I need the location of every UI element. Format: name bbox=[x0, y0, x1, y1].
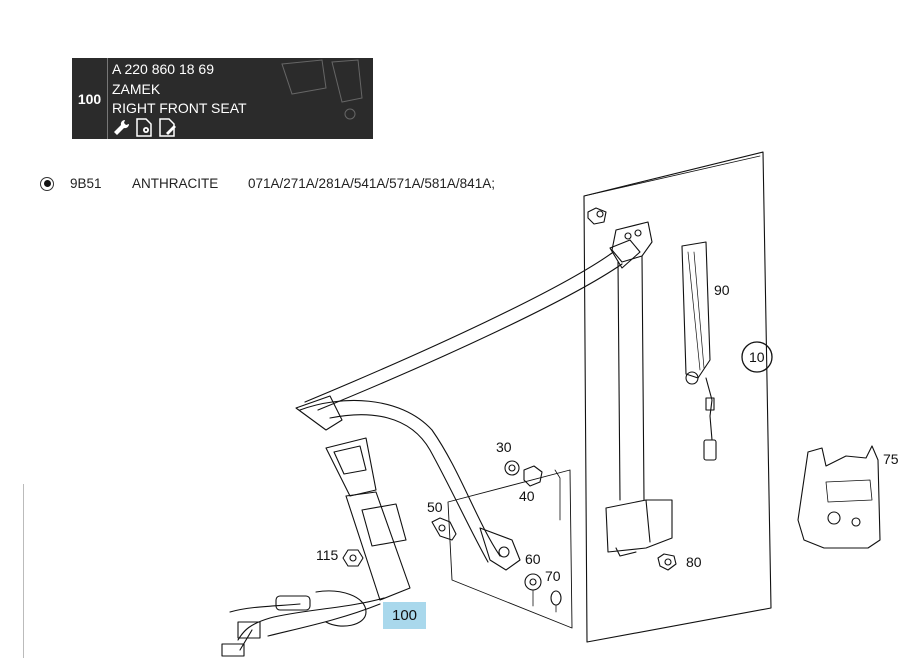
bracket-75 bbox=[797, 445, 881, 549]
callout-60: 60 bbox=[525, 551, 541, 567]
callout-100-highlighted[interactable]: 100 bbox=[383, 602, 426, 629]
washer-30 bbox=[504, 460, 520, 476]
part-description: RIGHT FRONT SEAT bbox=[112, 100, 247, 116]
buckle-stalk bbox=[345, 491, 411, 601]
nut-115 bbox=[342, 549, 364, 567]
floor-panel bbox=[447, 469, 573, 629]
retractor bbox=[605, 499, 673, 553]
bolt-50 bbox=[431, 517, 457, 541]
callout-10: 10 bbox=[749, 349, 765, 365]
variant-code: 9B51 bbox=[70, 176, 102, 191]
callout-75: 75 bbox=[883, 451, 899, 467]
callout-115: 115 bbox=[316, 547, 339, 563]
wrench-icon[interactable] bbox=[112, 118, 131, 137]
buckle-wiring bbox=[229, 597, 385, 651]
variant-models: 071A/271A/281A/541A/571A/581A/841A; bbox=[248, 176, 495, 191]
variant-option-row[interactable]: 9B51 ANTHRACITE 071A/271A/281A/541A/571A… bbox=[40, 176, 495, 191]
lower-anchor bbox=[479, 527, 521, 571]
callout-50: 50 bbox=[427, 499, 443, 515]
tensioner-90 bbox=[681, 241, 711, 379]
document-edit-icon[interactable] bbox=[158, 118, 177, 137]
callout-70: 70 bbox=[545, 568, 561, 584]
part-number: A 220 860 18 69 bbox=[112, 61, 214, 77]
tooltip-background-drawing bbox=[281, 59, 363, 120]
quantity-cell: 100 bbox=[72, 58, 108, 139]
spacer-40 bbox=[523, 465, 543, 487]
callout-30: 30 bbox=[496, 439, 512, 455]
callout-40: 40 bbox=[519, 488, 535, 504]
callout-circle-10 bbox=[741, 341, 773, 373]
pillar-panel bbox=[583, 151, 772, 643]
document-gear-icon[interactable] bbox=[135, 118, 154, 137]
buckle-housing bbox=[325, 437, 377, 497]
variant-radio-selected[interactable] bbox=[40, 176, 54, 191]
part-name: ZAMEK bbox=[112, 80, 161, 97]
variant-color: ANTHRACITE bbox=[132, 176, 219, 191]
callout-80: 80 bbox=[686, 554, 702, 570]
washer-60 bbox=[524, 573, 542, 591]
left-edge-divider bbox=[23, 484, 24, 658]
lap-belt bbox=[299, 399, 501, 557]
shoulder-belt bbox=[304, 252, 623, 411]
callout-90: 90 bbox=[714, 282, 730, 298]
part-info-tooltip: 100 A 220 860 18 69 ZAMEK RIGHT FRONT SE… bbox=[72, 58, 373, 139]
upper-anchor bbox=[587, 207, 607, 225]
ring-70 bbox=[550, 590, 562, 606]
bolt-80 bbox=[657, 553, 677, 571]
